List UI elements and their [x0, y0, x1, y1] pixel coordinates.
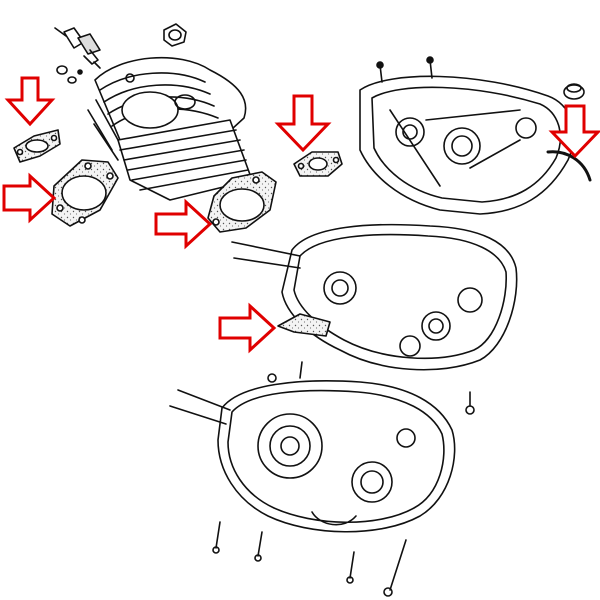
cylinder-barrel [87, 99, 253, 201]
side-cover [359, 56, 575, 215]
arrow-exhaust-flange-gasket [4, 76, 56, 127]
cylinder-base-gasket [207, 171, 277, 233]
intake-gasket [293, 151, 343, 177]
arrow-cylinder-head-gasket [2, 172, 57, 224]
side-cover-gasket [231, 223, 518, 371]
crankcase-half [169, 361, 456, 533]
cylinder-head-gasket [51, 159, 119, 227]
crankcase-gasket [546, 150, 592, 182]
exhaust-flange-gasket [13, 129, 61, 163]
crankcase-bolts [212, 391, 475, 597]
cylinder-stud-nut [163, 23, 187, 47]
arrow-cylinder-base-gasket [154, 198, 213, 250]
cylinder-head [94, 56, 247, 141]
arrow-intake-gasket [274, 94, 332, 153]
oil-filler-cap [563, 83, 585, 100]
spark-plug [54, 27, 101, 69]
arrow-crankcase-gasket [548, 104, 600, 159]
small-washers [56, 65, 83, 84]
arrow-side-cover-gasket [218, 302, 277, 354]
